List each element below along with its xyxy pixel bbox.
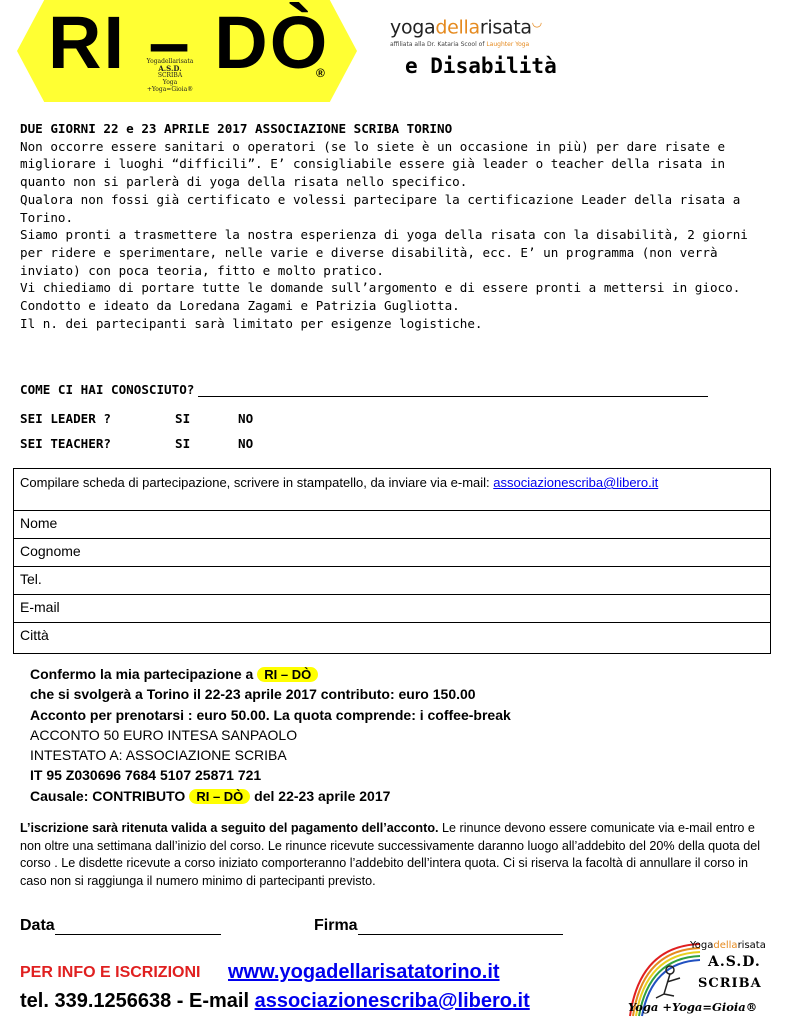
yogadellarisata-logo: yogadellarisata◡ <box>390 15 542 39</box>
rainbow-icon <box>629 943 701 1017</box>
page-subtitle: e Disabilità <box>405 54 557 78</box>
intro-paragraph: Non occorre essere sanitari o operatori … <box>20 138 726 190</box>
form-instructions: Compilare scheda di partecipazione, scri… <box>20 475 659 490</box>
event-tag: RI – DÒ <box>189 788 251 804</box>
intro-paragraph: Vi chiediamo di portare tutte le domande… <box>20 280 741 296</box>
form-field-cognome[interactable]: Cognome <box>13 538 771 566</box>
form-email-link[interactable]: associazionescriba@libero.it <box>493 475 659 490</box>
teacher-question: SEI TEACHER? <box>20 436 111 451</box>
date-field[interactable]: Data <box>20 917 221 935</box>
intro-paragraph: Il n. dei partecipanti sarà limitato per… <box>20 315 483 331</box>
form-field-nome[interactable]: Nome <box>13 510 771 538</box>
intro-text: DUE GIORNI 22 e 23 APRILE 2017 ASSOCIAZI… <box>20 120 770 332</box>
how-known-question: COME CI HAI CONOSCIUTO? <box>20 382 709 397</box>
info-label: PER INFO E ISCRIZIONI <box>20 964 201 981</box>
leader-question: SEI LEADER ? <box>20 411 111 426</box>
scriba-badge-logo: Yogadellarisata A.S.D. SCRIBA Yoga +Yoga… <box>620 936 780 1020</box>
logo-badge <box>17 0 357 102</box>
teacher-no[interactable]: NO <box>238 436 254 451</box>
footer-email-link[interactable]: associazionescriba@libero.it <box>254 990 530 1012</box>
registered-mark: ® <box>316 66 325 80</box>
intro-paragraph: Condotto e ideato da Loredana Zagami e P… <box>20 298 460 314</box>
leader-no[interactable]: NO <box>238 411 254 426</box>
intro-paragraph: Siamo pronti a trasmettere la nostra esp… <box>20 227 748 278</box>
how-known-line[interactable] <box>198 382 709 397</box>
contact-line: tel. 339.1256638 - E-mail associazionesc… <box>20 990 530 1012</box>
registration-form <box>13 468 771 654</box>
form-field-tel[interactable]: Tel. <box>13 566 771 594</box>
website-link[interactable]: www.yogadellarisatatorino.it <box>228 961 500 983</box>
event-tag: RI – DÒ <box>257 667 319 682</box>
terms-text: L’iscrizione sarà ritenuta valida a segu… <box>20 821 760 888</box>
form-field-email[interactable]: E-mail <box>13 594 771 622</box>
leader-yes[interactable]: SI <box>175 411 191 426</box>
yoga-affiliation: affiliata alla Dr. Kataria Scool of Laug… <box>390 41 530 48</box>
smile-icon: ◡ <box>531 15 542 29</box>
form-field-citta[interactable]: Città <box>13 622 771 650</box>
teacher-yes[interactable]: SI <box>175 436 191 451</box>
scriba-logo: Yogadellarisata A.S.D. SCRIBA Yoga +Yoga… <box>146 58 194 93</box>
logo-title: RI – DÒ <box>48 1 330 84</box>
intro-heading: DUE GIORNI 22 e 23 APRILE 2017 ASSOCIAZI… <box>20 121 453 136</box>
intro-paragraph: Qualora non fossi già certificato e vole… <box>20 191 741 225</box>
signature-field[interactable]: Firma <box>314 917 563 935</box>
